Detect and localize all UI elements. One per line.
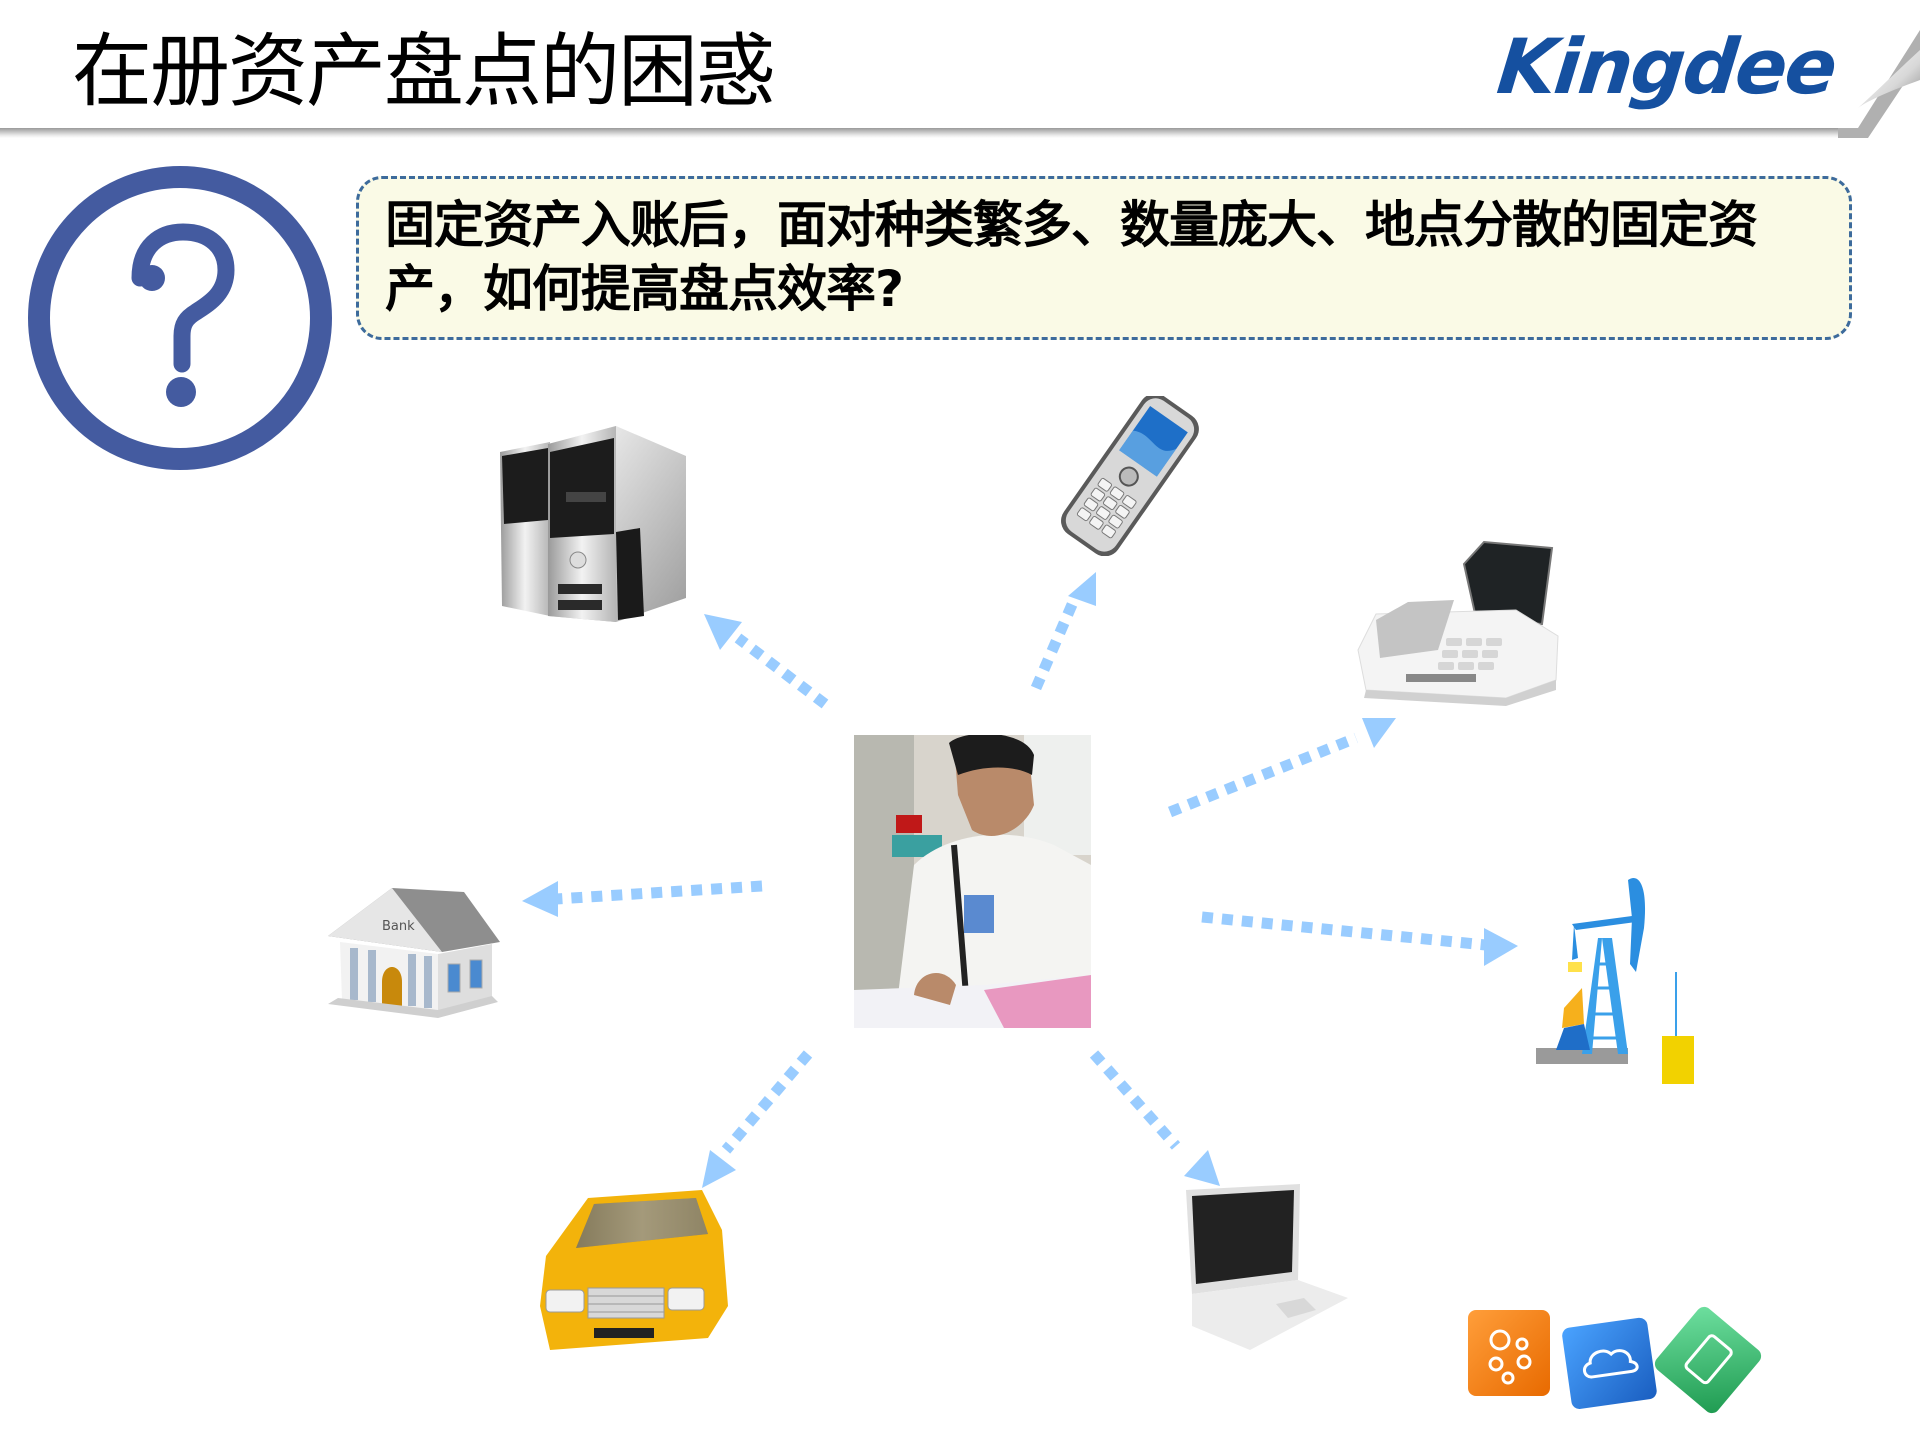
app-cubes-icon <box>1468 1306 1762 1414</box>
arrow-to-laptop <box>1089 1050 1181 1150</box>
arrow-to-computers <box>734 633 829 709</box>
page-curl-icon <box>1838 30 1920 138</box>
arrow-to-bank <box>555 880 763 905</box>
laptop-icon <box>1186 1184 1348 1350</box>
fax-machine-icon <box>1357 540 1559 706</box>
arrow-to-phone <box>1030 597 1080 691</box>
worker-checking-clipboard-photo <box>854 735 1091 1028</box>
oil-pumpjack-icon <box>1536 878 1694 1084</box>
kingdee-logo: Kingdee <box>1493 22 1840 111</box>
bank-label: Bank <box>382 919 415 934</box>
bank-icon: Bank <box>328 888 500 1018</box>
car-icon <box>540 1190 728 1350</box>
page-title: 在册资产盘点的困惑 <box>72 25 776 118</box>
question-mark-circle-icon <box>28 166 332 470</box>
arrow-to-fax <box>1167 732 1359 818</box>
arrow-to-oilpump <box>1201 911 1487 951</box>
slide-header: 在册资产盘点的困惑 Kingdee <box>0 0 1920 130</box>
question-callout: 固定资产入账后，面对种类繁多、数量庞大、地点分散的固定资产，如何提高盘点效率? <box>356 176 1852 340</box>
arrowhead-computers <box>704 614 742 650</box>
question-text: 固定资产入账后，面对种类繁多、数量庞大、地点分散的固定资产，如何提高盘点效率? <box>385 196 1758 318</box>
mobile-phone-icon <box>1061 396 1199 556</box>
header-divider <box>0 128 1860 138</box>
server-tower-icon <box>500 426 686 622</box>
arrow-to-car <box>721 1050 813 1154</box>
